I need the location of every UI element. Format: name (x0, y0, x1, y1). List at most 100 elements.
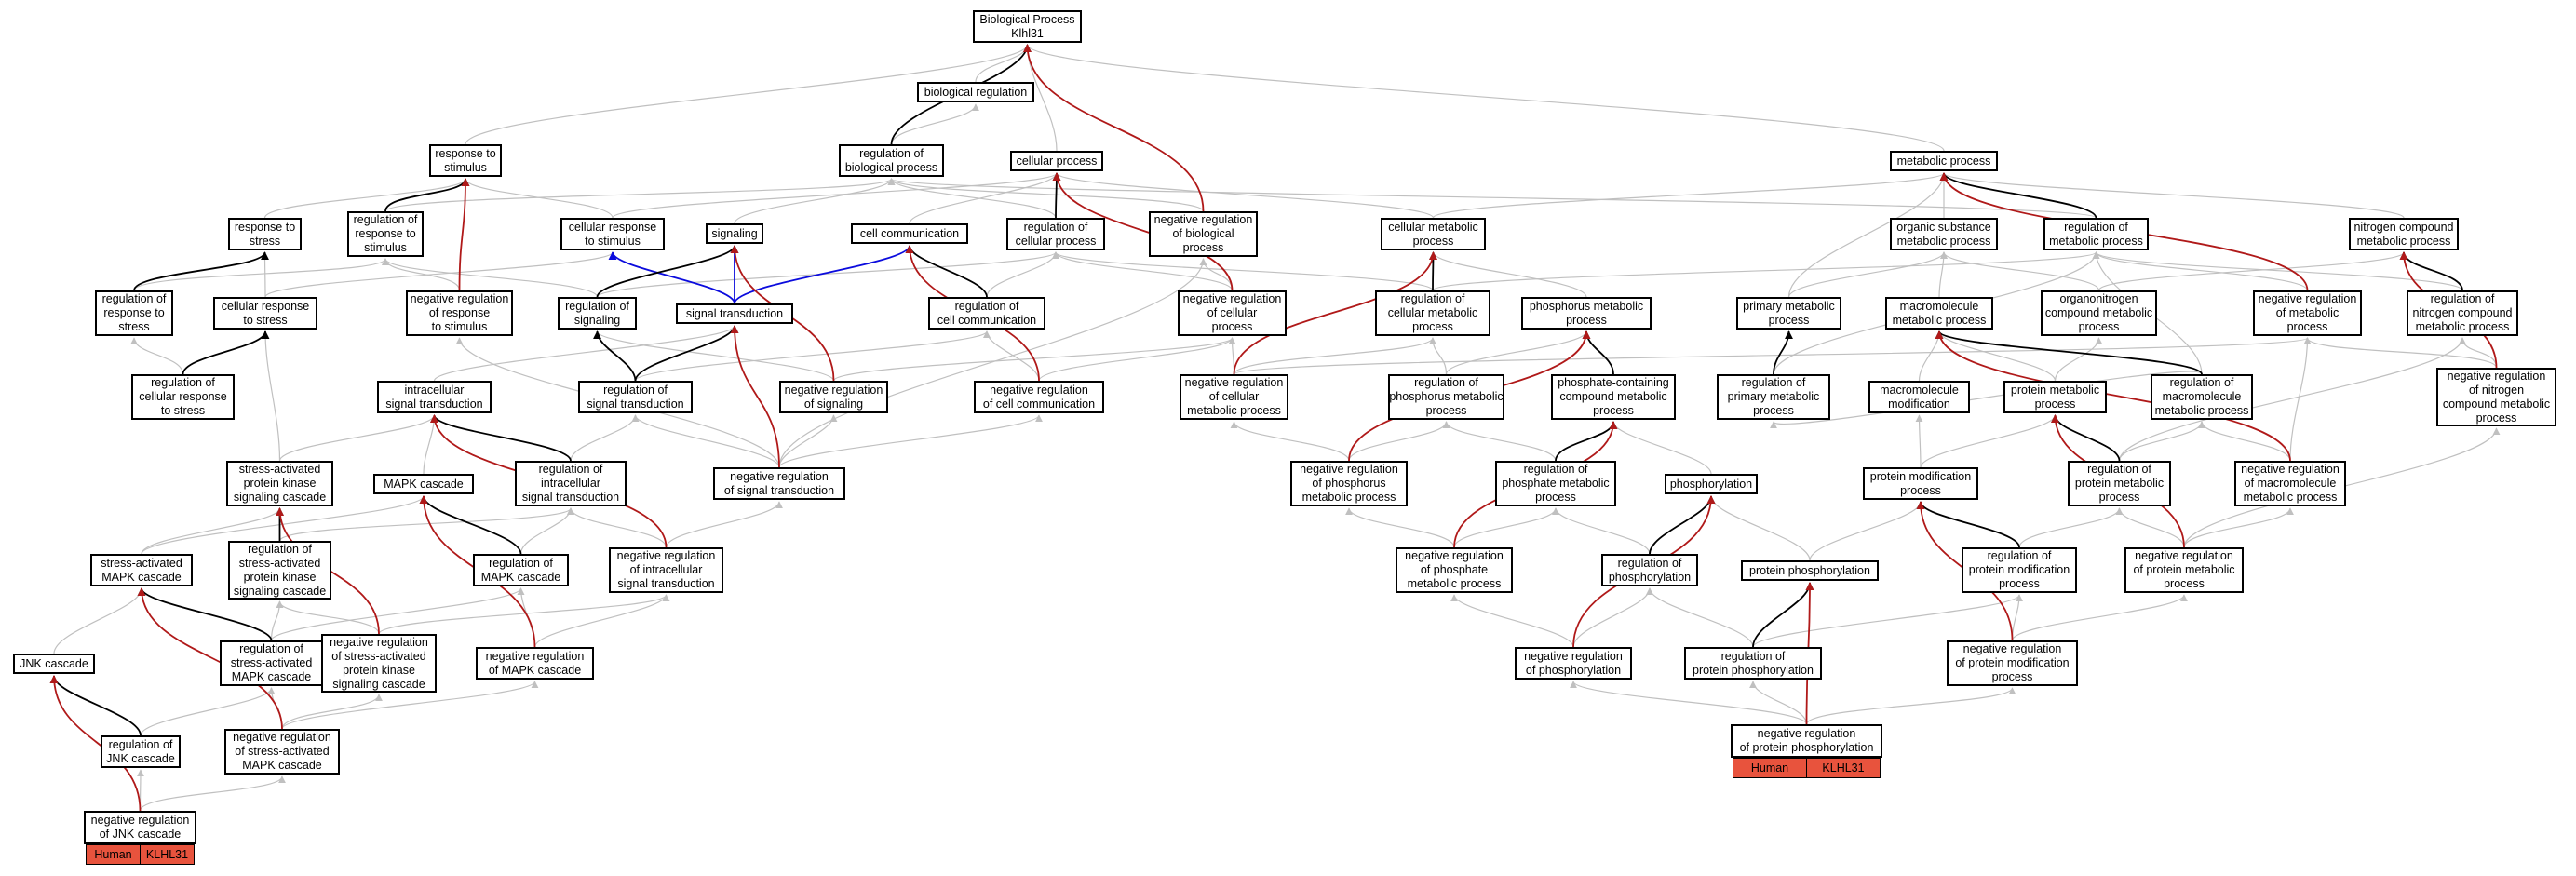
edge-negative-regulation-of-mapk-cascade-to-negative-regulation-of-intracellular-signal-transduction (533, 594, 670, 648)
edge-cellular-metabolic-process-to-metabolic-process (1432, 172, 1948, 219)
edge-regulation-of-protein-phosphorylation-to-regulation-of-protein-modification-process (1752, 594, 2023, 648)
edge-regulation-of-phosphorus-metabolic-process-to-regulation-of-cellular-metabolic-process (1429, 337, 1448, 375)
edge-negative-regulation-of-phosphate-metabolic-process-to-negative-regulation-of-phosphorus-metabolic-process (1345, 507, 1455, 548)
node-phosphorylation[interactable]: phosphorylation (1665, 474, 1758, 494)
edge-regulation-of-stress-activated-mapk-cascade-to-stress-activated-mapk-cascade (137, 587, 273, 641)
node-jnk-cascade[interactable]: JNK cascade (13, 654, 95, 674)
node-signal-transduction[interactable]: signal transduction (676, 303, 793, 324)
node-cell-communication[interactable]: cell communication (851, 223, 968, 244)
node-signaling[interactable]: signaling (706, 223, 763, 244)
node-cellular-process[interactable]: cellular process (1010, 151, 1103, 171)
node-label-line: macromolecule (2162, 390, 2242, 403)
node-protein-phosphorylation[interactable]: protein phosphorylation (1741, 560, 1879, 581)
node-label-line: negative regulation (1184, 376, 1284, 389)
edge-negative-regulation-of-protein-modification-process-to-negative-regulation-of-protein-metabolic-process (2011, 594, 2188, 641)
node-biological-regulation[interactable]: biological regulation (917, 82, 1034, 102)
edge-negative-regulation-of-signal-transduction-to-signal-transduction (730, 325, 780, 468)
node-mapk-cascade[interactable]: MAPK cascade (373, 474, 474, 494)
node-label-line: metabolic process (1892, 313, 1987, 327)
node-label-line: of nitrogen (2468, 383, 2525, 397)
edge-regulation-of-signaling-to-regulation-of-response-to-stimulus (382, 258, 599, 298)
node-label-line: organonitrogen (2059, 292, 2138, 305)
node-label-line: regulation of (954, 299, 1019, 313)
node-label-line: modification (1888, 397, 1950, 411)
edge-phosphorylation-to-phosphate-containing-compound-metabolic-process (1610, 421, 1712, 475)
node-label-line: process (1566, 313, 1607, 327)
node-label-line: protein metabolic (2010, 383, 2100, 397)
node-label-line: regulation of (1987, 549, 2052, 562)
edge-negative-regulation-of-jnk-cascade-to-negative-regulation-of-stress-activated-mapk-cascade (139, 775, 286, 812)
edge-response-to-stimulus-to-biological-process-root (465, 44, 1032, 145)
node-label-line: regulation of (538, 463, 603, 476)
node-label-line: regulation of (2169, 376, 2234, 389)
node-label-line: of stress-activated (331, 649, 426, 663)
node-label-line: MAPK cascade (480, 570, 561, 584)
node-metabolic-process[interactable]: metabolic process (1890, 151, 1998, 171)
